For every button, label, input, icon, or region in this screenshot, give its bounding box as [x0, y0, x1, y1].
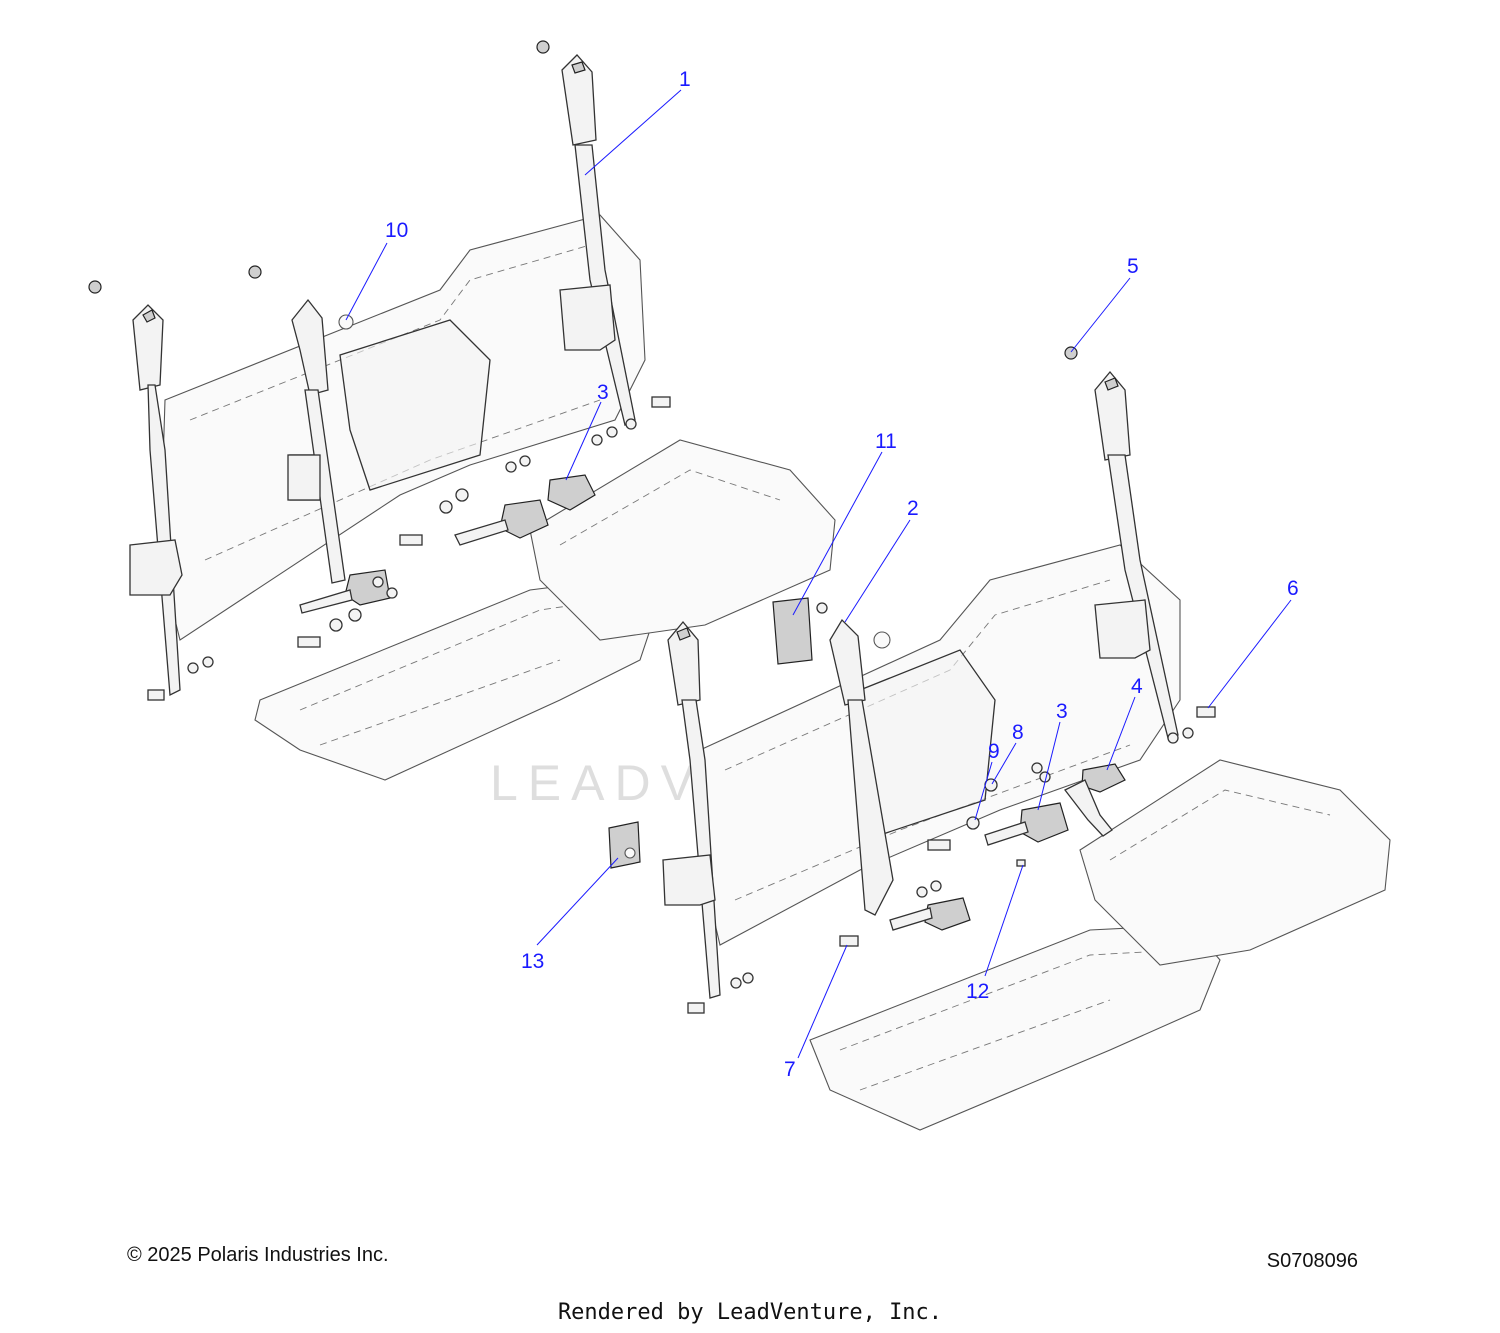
callout-9: 9	[988, 740, 1000, 763]
rear-center-seat-belt	[287, 298, 346, 584]
callout-3-front: 3	[1056, 700, 1068, 723]
rear-right-seat-belt	[559, 54, 636, 426]
callout-6: 6	[1287, 577, 1299, 600]
callout-8: 8	[1012, 721, 1024, 744]
leader-3-rear	[565, 401, 602, 481]
leader-5	[1070, 277, 1131, 353]
front-center-seat-belt	[829, 618, 894, 916]
rear-fasteners	[88, 40, 671, 701]
rear-buckles	[299, 474, 596, 614]
callout-11: 11	[875, 430, 897, 453]
leader-13	[536, 857, 619, 946]
front-right-seat-belt	[1094, 370, 1179, 739]
callout-2: 2	[907, 497, 919, 520]
leader-6	[1207, 599, 1292, 709]
leader-7	[797, 944, 848, 1059]
front-left-seat-belt	[662, 620, 721, 999]
leader-3-front	[1037, 721, 1061, 811]
leader-11	[792, 451, 883, 616]
front-seat-cushion	[809, 759, 1391, 1131]
leader-12	[984, 864, 1024, 977]
leader-10	[345, 242, 388, 321]
leader-1	[584, 89, 682, 176]
callout-3-rear: 3	[597, 381, 609, 404]
callout-4: 4	[1131, 675, 1143, 698]
rendered-by-text: Rendered by LeadVenture, Inc.	[557, 1300, 943, 1325]
leader-4	[1106, 696, 1136, 771]
front-fasteners-and-trim	[608, 346, 1216, 1014]
callout-1: 1	[679, 68, 691, 91]
front-buckles	[889, 763, 1126, 931]
callout-13: 13	[521, 950, 544, 973]
leader-8	[991, 742, 1017, 785]
callout-10: 10	[385, 219, 408, 242]
callout-7: 7	[784, 1058, 796, 1081]
copyright-text: © 2025 Polaris Industries Inc.	[127, 1244, 389, 1266]
callout-12: 12	[966, 980, 989, 1003]
drawing-number: S0708096	[1266, 1250, 1358, 1272]
leader-2	[844, 519, 911, 623]
leader-9	[974, 761, 993, 821]
callout-5: 5	[1127, 255, 1139, 278]
rear-seat-cushion	[254, 439, 836, 781]
